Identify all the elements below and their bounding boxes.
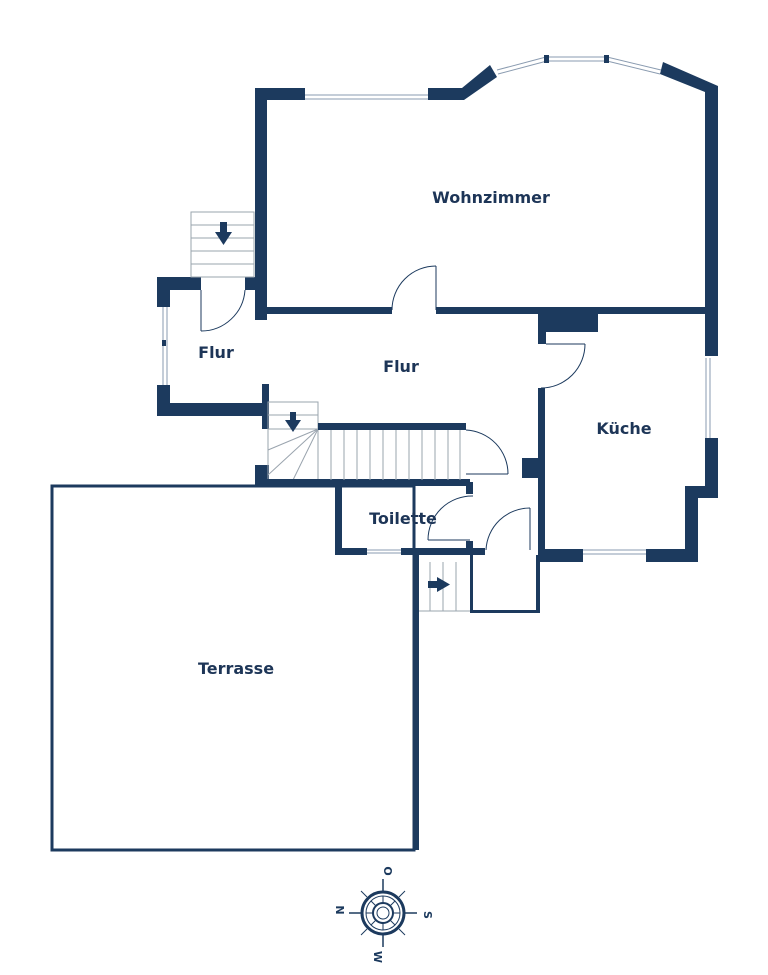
room-label-terrasse: Terrasse <box>198 659 274 678</box>
flur-west-walls <box>157 211 269 429</box>
toilette-walls <box>335 482 485 555</box>
room-label-wohnzimmer: Wohnzimmer <box>432 188 550 207</box>
compass-label-left: N <box>333 905 346 914</box>
wohnzimmer-walls <box>255 55 718 356</box>
compass-label-bottom: W <box>371 951 384 963</box>
room-label-flur-west: Flur <box>198 343 234 362</box>
compass-icon <box>349 879 417 947</box>
inner-stairs-arrow-icon <box>285 412 301 432</box>
room-label-kueche: Küche <box>596 419 651 438</box>
compass-label-top: O <box>381 866 394 875</box>
rear-stairs-arrow-icon <box>428 577 450 592</box>
rear-stairs <box>414 507 540 850</box>
inner-stairs <box>255 401 509 486</box>
entry-stairs-arrow-icon <box>215 222 232 245</box>
compass-label-right: S <box>421 911 434 919</box>
room-label-flur-main: Flur <box>383 357 419 376</box>
room-label-toilette: Toilette <box>369 509 437 528</box>
kueche-walls <box>522 314 718 562</box>
